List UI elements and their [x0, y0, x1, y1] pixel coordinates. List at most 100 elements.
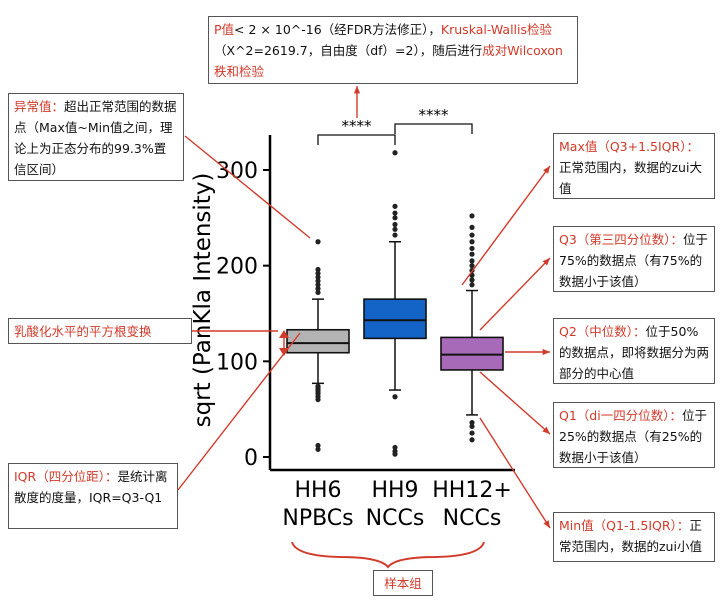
q3-annotation: Q3（第三四分位数）：位于75%的数据点（有75%的数据小于该值） [553, 226, 715, 292]
outlier-point [469, 423, 475, 429]
outlier-point [315, 391, 321, 397]
min-arrow [479, 417, 551, 529]
y-tick-label: 100 [216, 350, 258, 375]
group-brace [291, 541, 485, 569]
outlier-point [392, 150, 398, 156]
q1-arrow [479, 371, 551, 435]
outlier-point [392, 394, 398, 400]
outlier-point [315, 282, 321, 288]
outlier-point [315, 266, 321, 273]
outlier-point [315, 278, 321, 284]
max-annotation: Max值（Q3+1.5IQR）： 正常范围内，数据的zui大值 [553, 133, 715, 199]
group-annotation: 样本组 [373, 570, 433, 596]
kruskal-label: Kruskal-Wallis检验 [440, 22, 552, 37]
outlier-point [315, 387, 321, 393]
iqr-connector [177, 332, 301, 491]
q2-label: Q2（中位数）： [559, 324, 646, 339]
outlier-point [392, 210, 398, 216]
outlier-point [315, 396, 321, 403]
significance-bracket [317, 134, 396, 145]
outlier-point [469, 277, 475, 283]
q3-label: Q3（第三四分位数）： [559, 232, 684, 247]
pvalue-arrow-head [353, 86, 361, 94]
outlier-point [315, 383, 321, 389]
q1-text: 位于25%的数据点（有25%的数据小于该值） [559, 408, 707, 465]
significance-label: **** [419, 106, 450, 124]
outlier-point [392, 232, 398, 238]
outlier-point [392, 444, 398, 451]
group-text: 样本组 [384, 576, 422, 591]
significance-label: **** [342, 117, 373, 135]
q2-arrow-head [542, 348, 550, 356]
max-arrow [461, 165, 551, 286]
significance-bracket [394, 123, 473, 134]
outlier-point [392, 215, 398, 221]
outlier-point [315, 239, 321, 245]
iqr-label: IQR（四分位距）： [14, 469, 118, 484]
outlier-point [469, 419, 475, 426]
sqrt-annotation: 乳酸化水平的平方根变换 [8, 318, 192, 344]
max-label: Max值（Q3+1.5IQR）： [559, 139, 699, 154]
x-tick-label: NPBCs [282, 506, 353, 531]
outlier-point [469, 232, 475, 238]
y-tick-label: 200 [216, 255, 258, 280]
pvalue-annotation: P值< 2 × 10^-16（经FDR方法修正），Kruskal-Wallis检… [208, 16, 578, 84]
outlier-point [392, 226, 398, 232]
iqr-annotation: IQR（四分位距）：是统计离散度的度量，IQR=Q3-Q1 [8, 463, 178, 529]
outlier-point [469, 239, 475, 245]
wilcoxon-label: 成对Wilcoxon [482, 43, 563, 58]
q2-annotation: Q2（中位数）：位于50%的数据点，即将数据分为两部分的中心值 [553, 318, 715, 384]
chi-square-text: （X^2=2619.7，自由度（df）=2），随后进行 [214, 43, 483, 58]
pvalue-value: < 2 × 10^-16（经FDR方法修正）， [234, 22, 441, 37]
outlier-point [469, 251, 475, 257]
min-text: 正常范围内，数据的zui小值 [559, 518, 702, 554]
q3-arrow [479, 257, 551, 331]
outlier-point [315, 394, 321, 400]
outlier-point [315, 286, 321, 292]
y-tick-label: 300 [216, 159, 258, 184]
q1-annotation: Q1（di一四分位数）：位于25%的数据点（有25%的数据小于该值） [553, 402, 715, 468]
outlier-point [392, 203, 398, 209]
outlier-point [392, 448, 398, 454]
x-tick-label: NCCs [366, 506, 425, 531]
outlier-point [469, 224, 475, 230]
pvalue-label: P值 [214, 22, 235, 37]
outlier-text: 超出正常范围的数据点（Max值~Min值之间，理论上为正态分布的99.3%置信区… [14, 99, 177, 177]
outlier-point [315, 274, 321, 280]
outlier-point [469, 282, 475, 288]
x-tick-label: NCCs [443, 506, 502, 531]
outlier-point [315, 442, 321, 449]
min-arrow-head [543, 520, 550, 528]
outlier-point [469, 263, 475, 269]
box-iqr [440, 336, 504, 371]
min-annotation: Min值（Q1-1.5IQR）：正常范围内，数据的zui小值 [553, 512, 715, 562]
outlier-label: 异常值： [14, 99, 65, 114]
outlier-point [315, 385, 321, 391]
q3-arrow-head [542, 258, 550, 266]
outlier-point [315, 270, 321, 276]
outlier-connector [184, 135, 311, 239]
min-label: Min值（Q1-1.5IQR）： [559, 518, 690, 533]
max-text: 正常范围内，数据的zui大值 [559, 160, 702, 196]
outlier-point [469, 258, 475, 264]
outlier-point [392, 221, 398, 228]
sqrt-arrow-up [279, 330, 289, 338]
outlier-point [469, 437, 475, 443]
q3-text: 位于75%的数据点（有75%的数据小于该值） [559, 232, 709, 289]
y-tick-label: 0 [244, 446, 258, 471]
iqr-text: 是统计离散度的度量，IQR=Q3-Q1 [14, 469, 168, 505]
box-iqr [286, 328, 350, 354]
rank-sum-label: 秩和检验 [214, 64, 265, 79]
x-tick-label: HH6 [294, 478, 341, 503]
max-arrow-head [543, 166, 550, 174]
q1-arrow-head [542, 426, 550, 434]
y-axis-label: sqrt (PanKla Intensity) [190, 173, 216, 428]
outlier-point [315, 446, 321, 452]
x-tick-label: HH12+ [432, 478, 512, 503]
sqrt-arrow-down [279, 348, 289, 356]
q1-label: Q1（di一四分位数）： [559, 408, 682, 423]
outlier-point [469, 213, 475, 219]
outlier-point [469, 272, 475, 278]
outlier-point [469, 267, 475, 274]
outlier-point [315, 289, 321, 296]
